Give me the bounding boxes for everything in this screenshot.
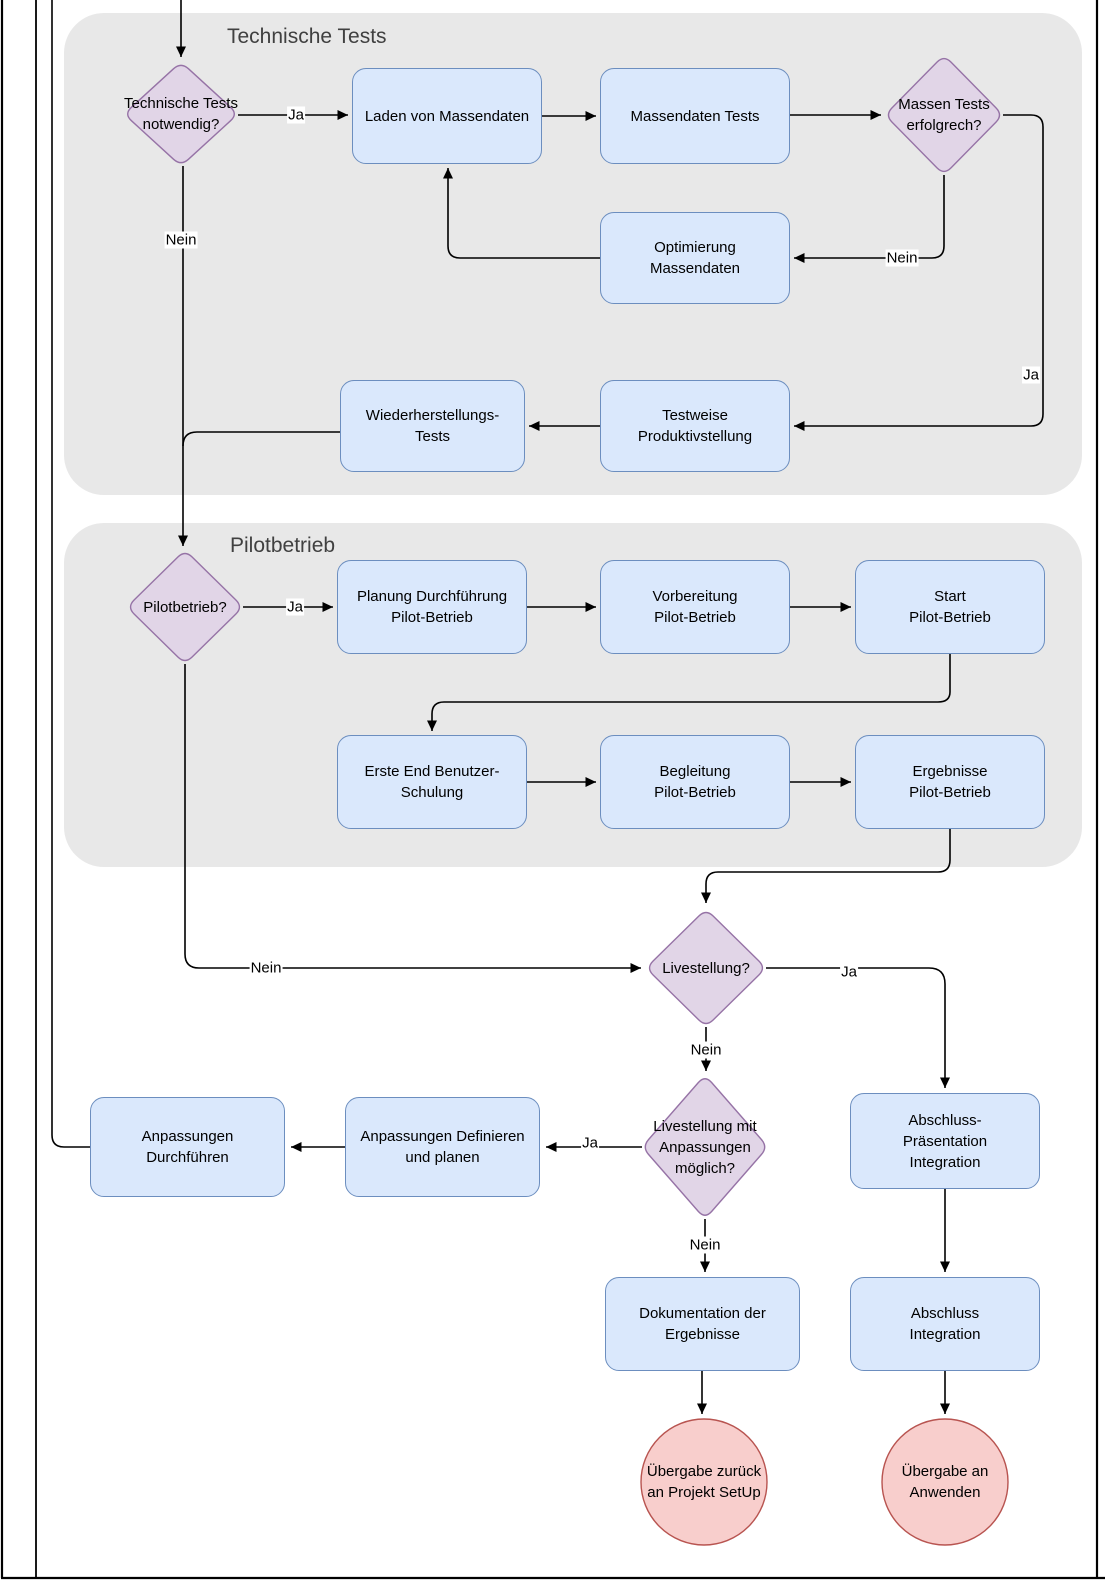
process-laden-von-massendaten[interactable]: Laden von Massendaten bbox=[352, 68, 542, 164]
process-testweise-produktivstellung[interactable]: Testweise Produktivstellung bbox=[600, 380, 790, 472]
decision-shape-livestellung-mit-anpassungen[interactable] bbox=[644, 1078, 766, 1216]
process-anpassungen-definieren[interactable]: Anpassungen Definieren und planen bbox=[345, 1097, 540, 1197]
process-erste-end-benutzer-schulung[interactable]: Erste End Benutzer- Schulung bbox=[337, 735, 527, 829]
terminal-shape-uebergabe-projekt-setup[interactable] bbox=[640, 1418, 768, 1546]
process-abschluss-integration[interactable]: Abschluss Integration bbox=[850, 1277, 1040, 1371]
process-anpassungen-durchfuehren[interactable]: Anpassungen Durchführen bbox=[90, 1097, 285, 1197]
connector-start-schulung bbox=[427, 654, 951, 731]
connector-ja-abschluss-praesentation bbox=[766, 967, 950, 1088]
terminal-uebergabe-anwenden[interactable]: Übergabe an Anwenden bbox=[901, 1463, 989, 1501]
process-ergebnisse-pilot[interactable]: Ergebnisse Pilot-Betrieb bbox=[855, 735, 1045, 829]
edge-label-nein-1[interactable]: Nein bbox=[164, 231, 198, 249]
process-optimierung-massendaten[interactable]: Optimierung Massendaten bbox=[600, 212, 790, 304]
edge-label-ja-2[interactable]: Ja bbox=[1022, 366, 1040, 384]
connector-nein-livestellung bbox=[184, 664, 641, 973]
process-wiederherstellungs-tests[interactable]: Wiederherstellungs- Tests bbox=[340, 380, 525, 472]
decision-massen-tests-erfolgreich[interactable]: Massen Tests erfolgrech? bbox=[898, 96, 990, 134]
section-title-pilotbetrieb: Pilotbetrieb bbox=[230, 534, 336, 557]
connector-anpassungen-loop-up bbox=[51, 0, 90, 1148]
process-begleitung-pilot[interactable]: Begleitung Pilot-Betrieb bbox=[600, 735, 790, 829]
edge-label-ja-5[interactable]: Ja bbox=[581, 1134, 599, 1152]
connector-wiederherstellung-join bbox=[182, 431, 340, 447]
edge-label-nein-2[interactable]: Nein bbox=[885, 249, 919, 267]
decision-technische-tests-notwendig[interactable]: Technische Tests notwendig? bbox=[124, 95, 238, 133]
section-title-technische-tests: Technische Tests bbox=[227, 25, 387, 48]
edge-label-ja-4[interactable]: Ja bbox=[840, 963, 858, 981]
process-massendaten-tests[interactable]: Massendaten Tests bbox=[600, 68, 790, 164]
process-vorbereitung-pilot[interactable]: Vorbereitung Pilot-Betrieb bbox=[600, 560, 790, 654]
process-dokumentation-der-ergebnisse[interactable]: Dokumentation der Ergebnisse bbox=[605, 1277, 800, 1371]
connector-nein-optimierung bbox=[794, 175, 945, 263]
edge-label-nein-3[interactable]: Nein bbox=[249, 959, 283, 977]
terminal-shape-uebergabe-anwenden[interactable] bbox=[881, 1418, 1009, 1546]
terminal-uebergabe-projekt-setup[interactable]: Übergabe zurück an Projekt SetUp bbox=[646, 1463, 762, 1501]
connector-ergebnisse-livestellung bbox=[701, 829, 951, 903]
decision-shape-technische-tests-notwendig[interactable] bbox=[127, 64, 235, 164]
process-start-pilot[interactable]: Start Pilot-Betrieb bbox=[855, 560, 1045, 654]
connector-ja-testweise bbox=[794, 114, 1044, 431]
decision-pilotbetrieb[interactable]: Pilotbetrieb? bbox=[143, 598, 227, 616]
edge-label-nein-4[interactable]: Nein bbox=[689, 1041, 723, 1059]
decision-livestellung-mit-anpassungen[interactable]: Livestellung mit Anpassungen möglich? bbox=[653, 1117, 757, 1177]
edge-label-ja-1[interactable]: Ja bbox=[287, 106, 305, 124]
edge-label-ja-3[interactable]: Ja bbox=[286, 598, 304, 616]
edge-label-nein-5[interactable]: Nein bbox=[688, 1236, 722, 1254]
decision-shape-pilotbetrieb[interactable] bbox=[129, 552, 241, 662]
process-abschluss-praesentation-integration[interactable]: Abschluss- Präsentation Integration bbox=[850, 1093, 1040, 1189]
decision-livestellung[interactable]: Livestellung? bbox=[662, 959, 750, 977]
decision-shape-massen-tests-erfolgreich[interactable] bbox=[887, 57, 1001, 173]
process-planung-durchfuehrung-pilot[interactable]: Planung Durchführung Pilot-Betrieb bbox=[337, 560, 527, 654]
decision-shape-livestellung[interactable] bbox=[648, 911, 764, 1025]
connector-optimierung-laden bbox=[443, 168, 600, 259]
